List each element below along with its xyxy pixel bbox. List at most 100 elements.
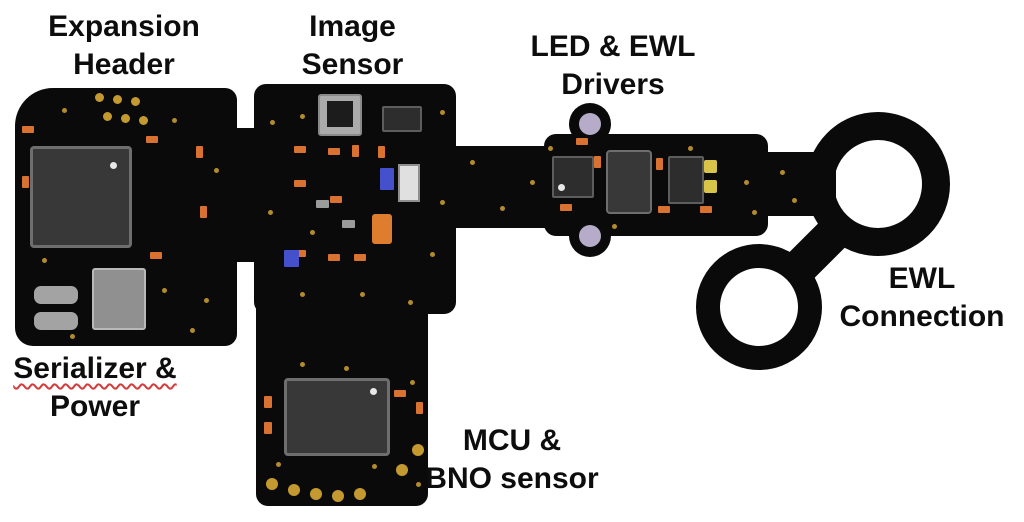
- component-white: [398, 164, 420, 202]
- passive-chip: [264, 422, 272, 434]
- gold-via: [430, 252, 435, 257]
- gold-via: [470, 160, 475, 165]
- gold-pad: [113, 95, 122, 104]
- pin1-marker: [110, 162, 117, 169]
- gold-via: [300, 292, 305, 297]
- passive-chip: [150, 252, 162, 259]
- gold-pad: [288, 484, 300, 496]
- passive-chip: [560, 204, 572, 211]
- label-line: Serializer &: [13, 352, 177, 385]
- passive-chip: [352, 145, 359, 157]
- passive-chip: [658, 206, 670, 213]
- passive-chip: [328, 254, 340, 261]
- gold-via: [792, 198, 797, 203]
- through-hole-pad: [579, 113, 601, 135]
- pin1-marker: [370, 388, 377, 395]
- passive-chip: [196, 146, 203, 158]
- label-line: MCU &: [462, 424, 562, 457]
- passive-chip: [294, 146, 306, 153]
- pin1-marker: [558, 184, 565, 191]
- label-expansion-header: Expansion Header: [22, 8, 226, 84]
- gold-pad: [139, 116, 148, 125]
- gold-via: [440, 110, 445, 115]
- ewl-ring-large: [806, 112, 950, 256]
- label-ewl-connection: EWL Connection: [820, 260, 1024, 336]
- gold-via: [360, 292, 365, 297]
- image-sensor-die: [327, 101, 353, 127]
- gold-pad: [412, 444, 424, 456]
- passive-chip: [294, 250, 306, 257]
- passive-chip: [416, 402, 423, 414]
- gold-via: [214, 168, 219, 173]
- gold-pad: [310, 488, 322, 500]
- label-line: BNO sensor: [425, 462, 599, 495]
- gold-pad: [121, 114, 130, 123]
- gold-via: [548, 146, 553, 151]
- gold-via: [688, 146, 693, 151]
- gold-via: [204, 298, 209, 303]
- label-serializer-power: Serializer & Power: [0, 350, 190, 426]
- capacitor: [34, 312, 78, 330]
- passive-chip: [264, 396, 272, 408]
- gold-via: [42, 258, 47, 263]
- passive-chip: [22, 126, 34, 133]
- gold-via: [500, 206, 505, 211]
- label-led-ewl-drivers: LED & EWL Drivers: [512, 28, 714, 104]
- gold-pad: [332, 490, 344, 502]
- through-hole-pad: [579, 225, 601, 247]
- board-arm-left: [450, 146, 550, 228]
- led-driver-ic-3: [668, 156, 704, 204]
- passive-chip: [342, 220, 355, 228]
- label-line: Sensor: [301, 48, 404, 81]
- passive-chip: [594, 156, 601, 168]
- capacitor: [34, 286, 78, 304]
- label-line: Connection: [839, 300, 1005, 333]
- power-module: [92, 268, 146, 330]
- gold-pad: [131, 97, 140, 106]
- passive-chip: [22, 176, 29, 188]
- label-mcu-bno-sensor: MCU & BNO sensor: [412, 422, 612, 498]
- gold-via: [300, 114, 305, 119]
- gold-via: [780, 170, 785, 175]
- gold-via: [372, 464, 377, 469]
- gold-via: [416, 482, 421, 487]
- gold-via: [300, 362, 305, 367]
- led-driver-ic-1: [552, 156, 594, 198]
- passive-chip: [328, 148, 340, 155]
- gold-via: [310, 230, 315, 235]
- passive-chip: [394, 390, 406, 397]
- passive-chip: [316, 200, 329, 208]
- small-ic: [382, 106, 422, 132]
- label-line: LED & EWL: [530, 30, 696, 63]
- passive-chip: [576, 138, 588, 145]
- label-line: EWL: [888, 262, 956, 295]
- gold-pad: [396, 464, 408, 476]
- gold-via: [162, 288, 167, 293]
- label-image-sensor: Image Sensor: [270, 8, 435, 84]
- inductor-blue: [380, 168, 394, 190]
- gold-via: [276, 462, 281, 467]
- passive-chip: [700, 206, 712, 213]
- gold-via: [410, 380, 415, 385]
- label-line: Image: [309, 10, 396, 43]
- gold-via: [190, 328, 195, 333]
- led-driver-ic-2: [606, 150, 652, 214]
- tantalum-capacitor: [372, 214, 392, 244]
- label-line: Power: [49, 390, 141, 423]
- gold-via: [440, 200, 445, 205]
- gold-via: [172, 118, 177, 123]
- ewl-ring-small: [696, 244, 822, 370]
- gold-via: [744, 180, 749, 185]
- inductor-blue: [284, 250, 299, 267]
- gold-via: [270, 120, 275, 125]
- gold-pad: [354, 488, 366, 500]
- passive-chip: [146, 136, 158, 143]
- yellow-pad: [704, 180, 717, 193]
- gold-via: [530, 180, 535, 185]
- passive-chip: [378, 146, 385, 158]
- gold-via: [62, 108, 67, 113]
- gold-via: [752, 210, 757, 215]
- label-line: Expansion: [48, 10, 200, 43]
- gold-via: [344, 366, 349, 371]
